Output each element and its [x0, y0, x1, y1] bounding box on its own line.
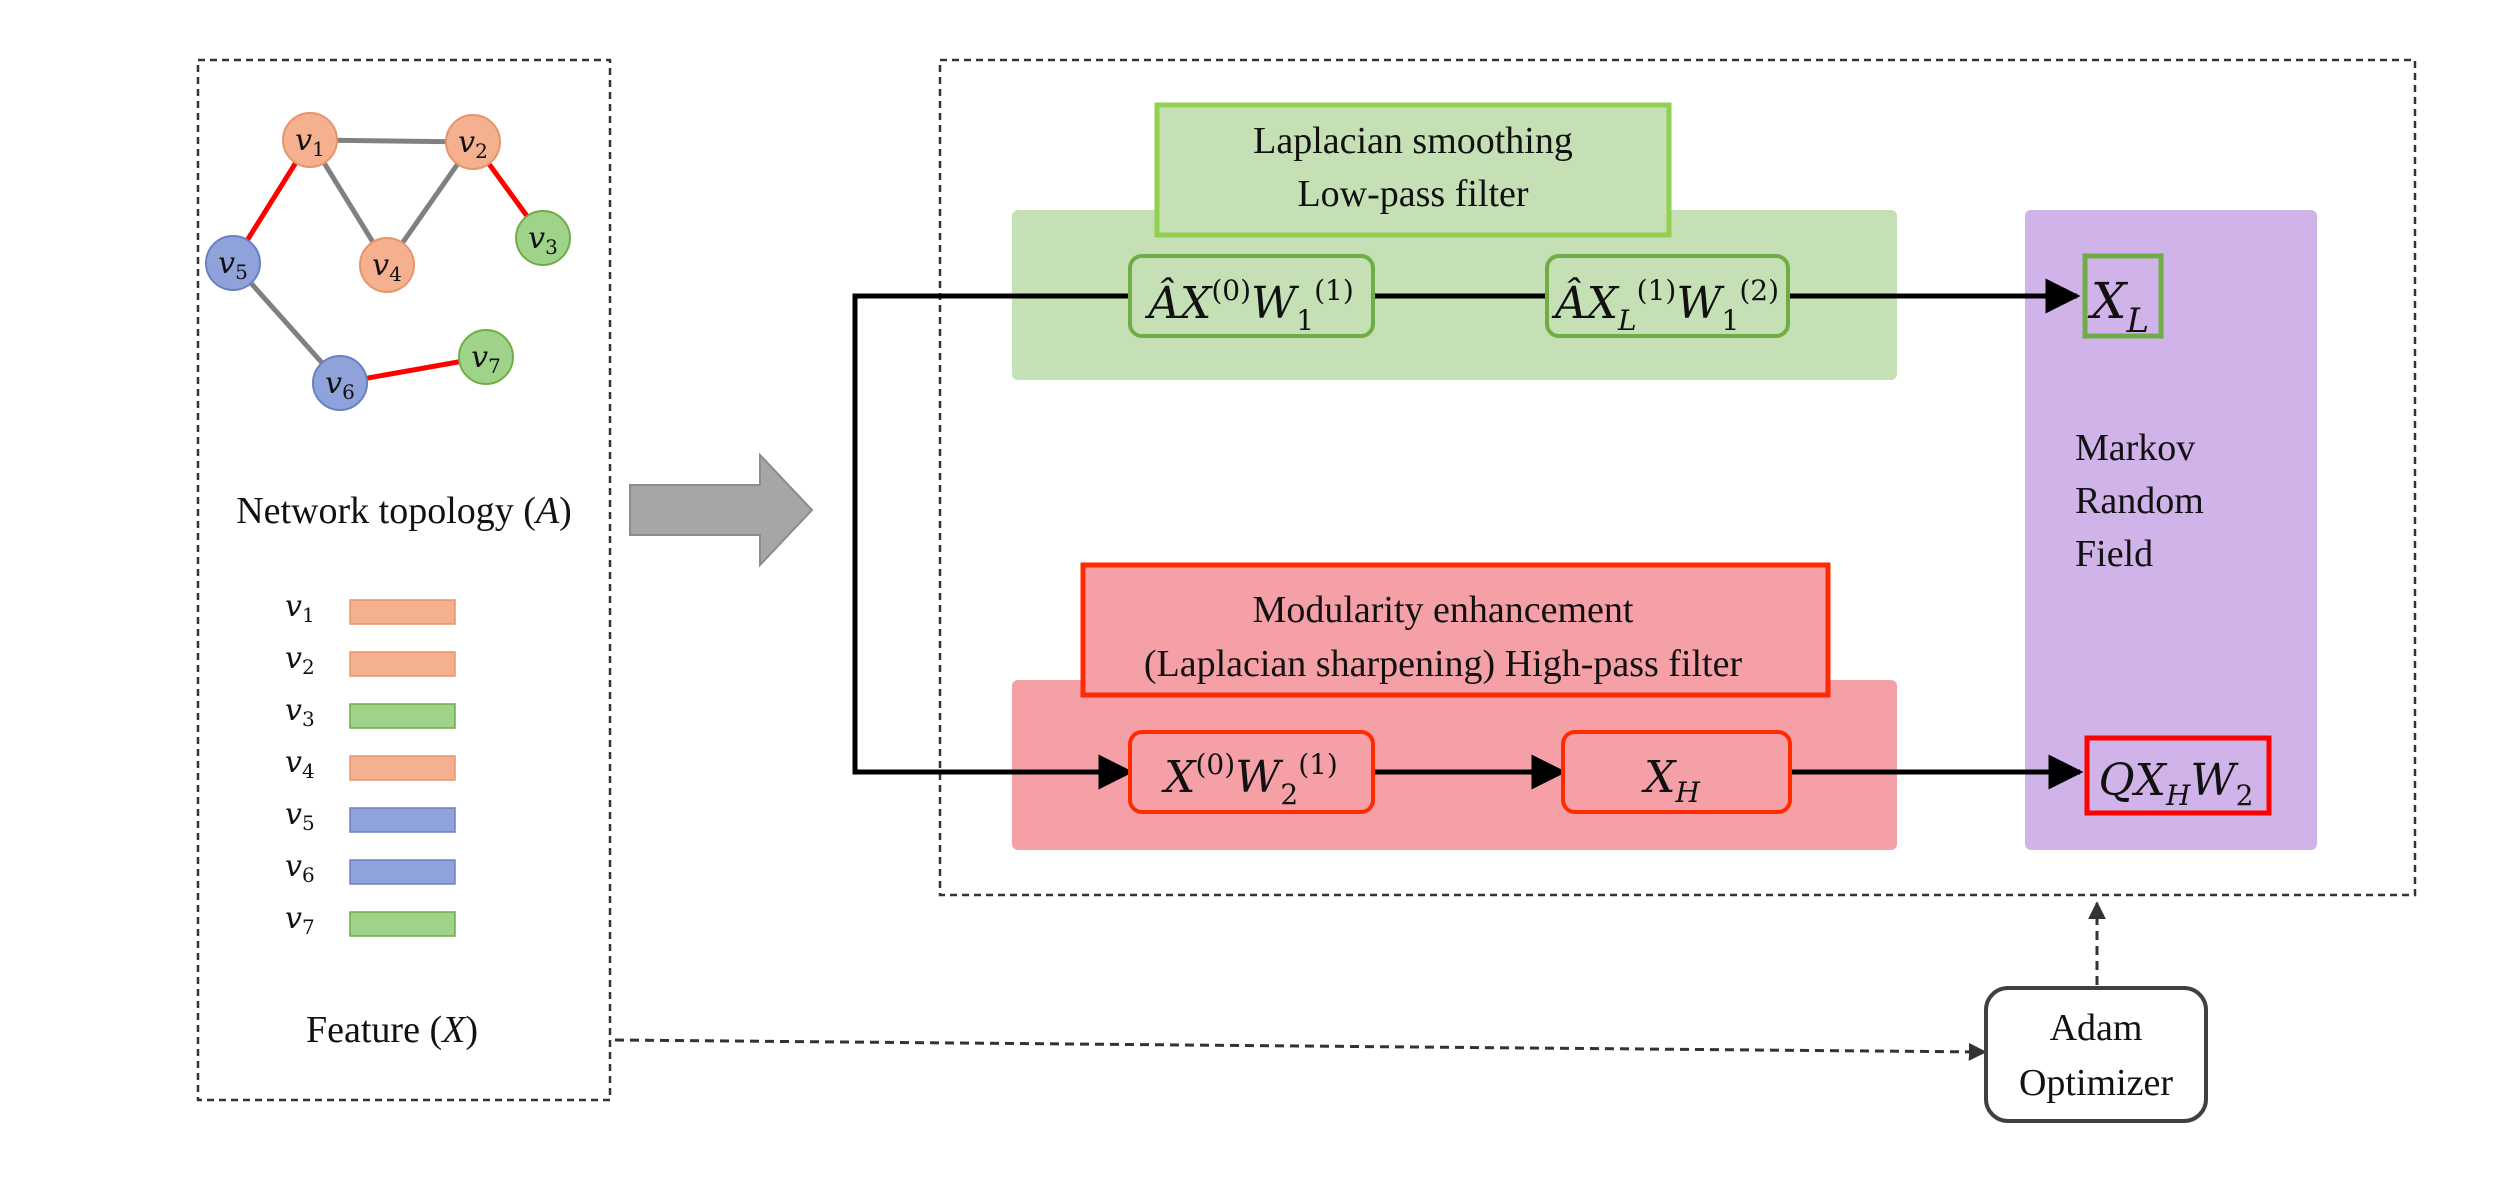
feature-matrix: v1 v2 v3 v4 v5 v6: [285, 589, 456, 939]
feature-row-v5: v5: [285, 797, 456, 835]
feature-row-v4: v4: [285, 745, 456, 783]
topology-caption: Network topology (A): [236, 490, 572, 532]
optimizer-line1: Adam: [2050, 1007, 2143, 1049]
lowpass-op2-box: ÂXL(1)W1(2): [1545, 254, 1790, 338]
svg-text:v4: v4: [285, 745, 315, 783]
feature-row-v6: v6: [285, 849, 456, 887]
flow-arrows: [852, 278, 2084, 790]
feature-row-v1: v1: [285, 589, 456, 627]
svg-text:Random: Random: [2075, 480, 2204, 522]
svg-text:X(0)W2(1): X(0)W2(1): [1161, 748, 1338, 811]
highpass-op2-box: XH: [1561, 730, 1792, 814]
lowpass-title-line2: Low-pass filter: [1297, 173, 1528, 215]
feature-row-v7: v7: [285, 901, 456, 939]
highpass-title-line1: Modularity enhancement: [1253, 589, 1634, 631]
graph-node-v2: v2: [445, 114, 501, 170]
graph-node-v4: v4: [359, 237, 415, 293]
svg-text:v5: v5: [285, 797, 315, 835]
mrf-band: [2025, 210, 2317, 850]
svg-text:XH: XH: [1641, 752, 1700, 809]
highpass-output-box: QXHW2: [2084, 735, 2272, 816]
lowpass-title-line1: Laplacian smoothing: [1253, 120, 1573, 162]
svg-text:v3: v3: [285, 693, 315, 731]
svg-text:v1: v1: [285, 589, 315, 627]
mrf-label: Markov Random Field: [2075, 427, 2204, 575]
feature-to-optimizer-arrow: [614, 1038, 1987, 1061]
highpass-title-line2: (Laplacian sharpening) High-pass filter: [1144, 643, 1743, 685]
highpass-op1-box: X(0)W2(1): [1128, 730, 1375, 814]
lowpass-title-box: Laplacian smoothing Low-pass filter: [1154, 102, 1672, 238]
adam-optimizer-box: Adam Optimizer: [1984, 986, 2208, 1123]
model-panel-border: [938, 58, 2417, 897]
input-to-model-arrow: [629, 452, 814, 568]
svg-text:v7: v7: [285, 901, 315, 939]
lowpass-output-box: XL: [2082, 253, 2164, 341]
lowpass-op1-box: ÂX(0)W1(1): [1128, 254, 1375, 338]
graph-node-v7: v7: [458, 329, 514, 385]
split-connector: [852, 293, 1134, 790]
svg-text:v6: v6: [285, 849, 315, 887]
svg-text:v4: v4: [372, 248, 402, 286]
highpass-title-box: Modularity enhancement (Laplacian sharpe…: [1080, 562, 1831, 698]
svg-text:v7: v7: [471, 340, 501, 378]
graph-node-v5: v5: [205, 235, 261, 291]
svg-text:v2: v2: [285, 641, 315, 679]
input-panel: v1 v2 v3 v4 v5 v6 v7 Network topology (A…: [196, 58, 612, 1102]
input-panel-border: [196, 58, 612, 1102]
svg-text:Markov: Markov: [2075, 427, 2195, 469]
svg-text:Field: Field: [2075, 533, 2153, 575]
feature-row-v2: v2: [285, 641, 456, 679]
svg-text:v3: v3: [528, 221, 558, 259]
optimizer-line2: Optimizer: [2019, 1062, 2173, 1104]
graph-node-v1: v1: [282, 112, 338, 168]
feature-caption: Feature (X): [306, 1009, 478, 1051]
graph-node-v3: v3: [515, 210, 571, 266]
graph-node-v6: v6: [312, 355, 368, 411]
feature-row-v3: v3: [285, 693, 456, 731]
svg-text:XL: XL: [2087, 272, 2149, 341]
